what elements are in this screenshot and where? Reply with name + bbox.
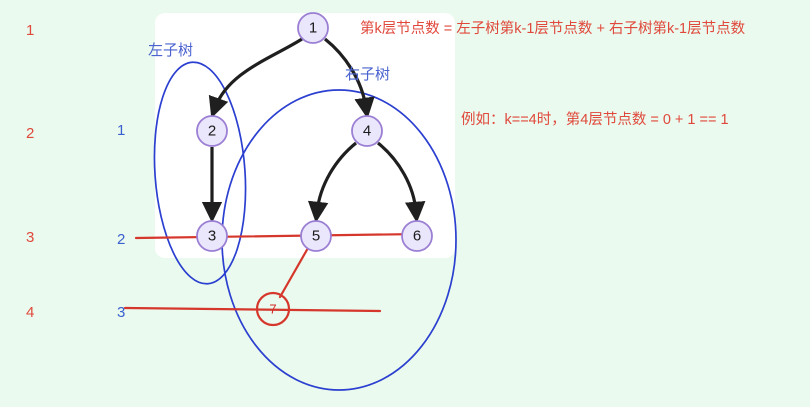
tree-node-7 — [255, 291, 291, 327]
level3-cut-line — [134, 232, 422, 240]
white-panel — [155, 13, 455, 258]
tree-node-1 — [297, 12, 329, 44]
red-annotation-lines — [123, 232, 422, 313]
left-subtree-ellipse — [153, 61, 247, 285]
tree-node-3 — [196, 220, 228, 252]
node5-to-node7-line — [278, 246, 310, 299]
level4-cut-line — [123, 306, 382, 313]
edge-1-to-4 — [324, 37, 375, 119]
edge-1-to-2 — [208, 37, 303, 119]
tree-node-4 — [351, 115, 383, 147]
tree-node-5 — [300, 220, 332, 252]
tree-nodes — [196, 12, 433, 327]
tree-node-2 — [196, 115, 228, 147]
tree-edges — [201, 37, 426, 223]
edge-4-to-5 — [307, 141, 358, 223]
panel-rect — [155, 13, 455, 258]
edge-4-to-6 — [376, 141, 426, 223]
tree-node-6 — [401, 220, 433, 252]
